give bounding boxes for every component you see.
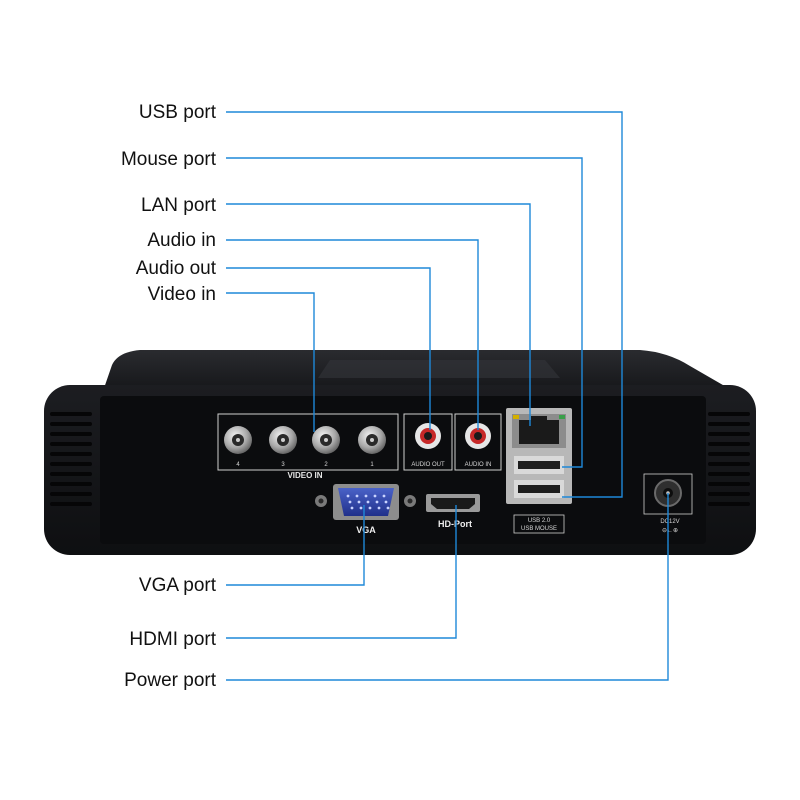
bnc-connector: [312, 426, 340, 454]
audio-out-jack: AUDIO OUT: [403, 413, 453, 471]
leader-line-lan-port: [226, 203, 531, 426]
callout-vga-port: VGA port: [139, 575, 217, 596]
bnc-connector: [269, 426, 297, 454]
left-vent-grille: [50, 412, 92, 506]
audio-in-jack: AUDIO IN: [454, 413, 502, 471]
video-in-group: 4 3 2 1 VIDEO IN: [217, 413, 399, 480]
usb-mouse-label: USB MOUSE: [521, 526, 557, 532]
usb-connector: [514, 480, 564, 498]
lan-usb-block: [506, 408, 572, 504]
leader-line-audio-in: [226, 239, 479, 430]
dc-polarity-label: ⊖←⊕: [662, 528, 678, 534]
audio-in-panel-label: AUDIO IN: [465, 462, 492, 468]
callout-audio-in: Audio in: [147, 230, 216, 251]
callout-video-in: Video in: [148, 284, 216, 305]
leader-line-hdmi-port: [226, 505, 457, 639]
lan-connector: [512, 414, 566, 448]
bnc-connector: [224, 426, 252, 454]
dc-voltage-label: DC12V: [660, 519, 679, 525]
leader-line-mouse-port: [226, 157, 583, 468]
hdmi-connector: HD-Port: [426, 494, 480, 529]
usb-connector-mouse: [514, 456, 564, 474]
rear-panel: [100, 396, 706, 544]
leader-line-usb-port: [226, 111, 623, 498]
audio-out-panel-label: AUDIO OUT: [411, 462, 445, 468]
bnc-channel-label: 3: [281, 462, 285, 468]
callout-lan-port: LAN port: [141, 195, 217, 216]
leader-lines: [226, 111, 669, 681]
vga-connector: VGA: [315, 484, 416, 535]
leader-line-audio-out: [226, 267, 431, 430]
callout-labels: USB port Mouse port LAN port Audio in Au…: [121, 102, 217, 691]
bnc-channel-label: 4: [236, 462, 240, 468]
callout-mouse-port: Mouse port: [121, 149, 217, 170]
bnc-channel-label: 2: [324, 462, 328, 468]
callout-hdmi-port: HDMI port: [129, 629, 216, 650]
leader-line-vga-port: [226, 505, 365, 586]
callout-power-port: Power port: [124, 670, 217, 691]
video-in-panel-label: VIDEO IN: [287, 471, 322, 480]
vga-panel-label: VGA: [356, 525, 376, 535]
callout-usb-port: USB port: [139, 102, 217, 123]
leader-line-video-in: [226, 292, 315, 432]
dvr-device: 4 3 2 1 VIDEO IN AUDIO OUT AUDIO IN: [44, 350, 756, 555]
hd-port-panel-label: HD-Port: [438, 519, 472, 529]
device-top-highlight: [318, 360, 560, 378]
usb-version-label: USB 2.0: [528, 518, 551, 524]
leader-line-power-port: [226, 493, 669, 681]
bnc-channel-label: 1: [370, 462, 374, 468]
bnc-connector: [358, 426, 386, 454]
callout-audio-out: Audio out: [136, 258, 217, 279]
right-vent-grille: [708, 412, 750, 506]
